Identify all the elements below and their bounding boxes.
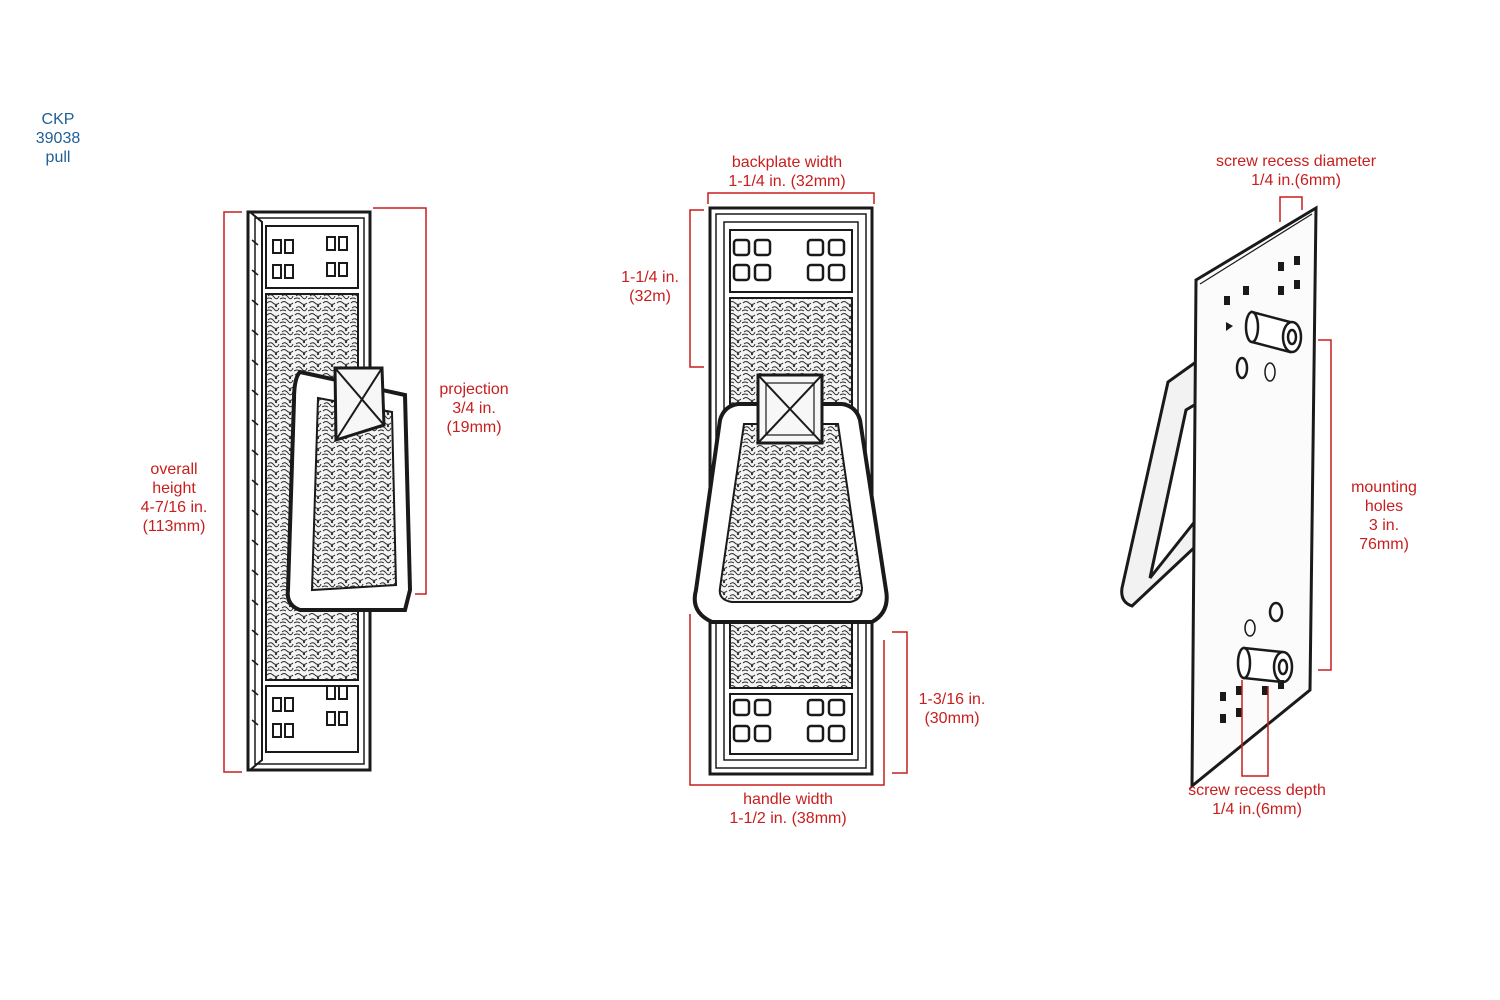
left-bottom-squares — [272, 685, 348, 738]
overall-height-bracket — [223, 211, 242, 773]
middle-top-panel — [729, 229, 853, 293]
projection-line: projection — [439, 381, 509, 398]
left-view-pull — [246, 210, 413, 772]
top-section-line: (32m) — [629, 288, 671, 305]
middle-top-squares — [732, 238, 846, 282]
mounting-holes-line: 76mm) — [1359, 536, 1409, 553]
right-bottom-squares — [1220, 680, 1284, 723]
bottom-screw-post — [1236, 646, 1294, 684]
left-dimension-lines — [223, 207, 427, 773]
handle-width-bracket — [689, 614, 885, 786]
left-top-panel — [265, 225, 359, 289]
mounting-holes-line: holes — [1364, 498, 1404, 515]
handle-width-line: handle width — [743, 791, 833, 808]
overall-height-line: 4-7/16 in. — [140, 499, 208, 516]
left-bottom-panel — [265, 685, 359, 753]
product-label-line: CKP — [41, 111, 75, 128]
top-section-label: 1-1/4 in. (32m) — [612, 268, 688, 306]
left-side-strip — [249, 211, 263, 771]
overall-height-line: height — [152, 480, 196, 497]
middle-bottom-squares — [732, 698, 846, 743]
overall-height-line: overall — [150, 461, 198, 478]
projection-line: 3/4 in. — [452, 400, 496, 417]
top-mounting-hole — [1235, 356, 1249, 380]
right-dimension-lines — [1241, 196, 1332, 777]
handle-width-line: 1-1/2 in. (38mm) — [729, 810, 847, 827]
product-label: CKP 39038 pull — [28, 110, 88, 167]
screw-recess-diameter-bracket — [1279, 196, 1303, 222]
left-backplate — [246, 210, 372, 772]
bottom-mounting-hole — [1268, 601, 1284, 623]
right-backplate — [1190, 205, 1318, 790]
top-screw-post — [1244, 310, 1303, 354]
handle-width-label: handle width 1-1/2 in. (38mm) — [700, 790, 876, 828]
backplate-width-line: 1-1/4 in. (32mm) — [728, 173, 846, 190]
mounting-holes-bracket — [1318, 339, 1332, 671]
right-top-squares — [1224, 256, 1300, 331]
screw-recess-depth-label: screw recess depth 1/4 in.(6mm) — [1160, 781, 1354, 819]
bottom-section-line: 1-3/16 in. — [918, 691, 986, 708]
bottom-section-bracket — [892, 631, 908, 774]
screw-recess-diameter-line: screw recess diameter — [1215, 153, 1377, 170]
top-section-bracket — [689, 209, 704, 368]
left-top-squares — [272, 236, 348, 279]
right-view-pull — [1120, 205, 1318, 790]
left-backplate-edge — [254, 217, 365, 765]
bottom-section-line: (30mm) — [924, 710, 980, 727]
overall-height-line: (113mm) — [142, 518, 206, 535]
right-bail-handle — [1120, 359, 1198, 608]
mounting-holes-line: mounting — [1351, 479, 1417, 496]
projection-line: (19mm) — [446, 419, 502, 436]
middle-view-pull — [692, 206, 889, 776]
screw-recess-depth-bracket — [1241, 680, 1269, 777]
projection-bracket — [373, 207, 427, 595]
screw-recess-depth-line: screw recess depth — [1188, 782, 1326, 799]
overall-height-label: overall height 4-7/16 in. (113mm) — [122, 460, 226, 536]
middle-bottom-panel — [729, 693, 853, 755]
screw-recess-diameter-line: 1/4 in.(6mm) — [1251, 172, 1341, 189]
backplate-width-label: backplate width 1-1/4 in. (32mm) — [700, 153, 874, 191]
product-label-line: pull — [45, 149, 71, 166]
middle-dimension-lines — [689, 192, 908, 786]
product-label-line: 39038 — [35, 130, 81, 147]
backplate-width-line: backplate width — [731, 154, 843, 171]
backplate-width-bracket — [707, 192, 875, 204]
screw-recess-depth-line: 1/4 in.(6mm) — [1212, 801, 1302, 818]
bottom-section-label: 1-3/16 in. (30mm) — [906, 690, 998, 728]
screw-recess-diameter-label: screw recess diameter 1/4 in.(6mm) — [1186, 152, 1406, 190]
mounting-holes-line: 3 in. — [1368, 517, 1400, 534]
mounting-holes-label: mounting holes 3 in. 76mm) — [1336, 478, 1432, 554]
top-section-line: 1-1/4 in. — [621, 269, 679, 286]
projection-label: projection 3/4 in. (19mm) — [424, 380, 524, 437]
